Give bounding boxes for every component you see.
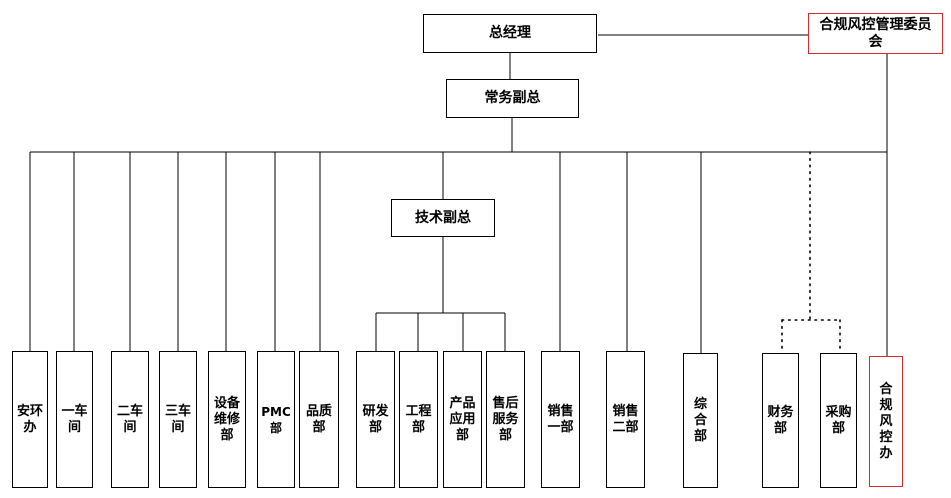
dept-sales2-label: 销售二部 bbox=[612, 403, 639, 435]
dept-engineering: 工程部 bbox=[399, 351, 438, 488]
dept-pmc-label: PMC部 bbox=[261, 404, 291, 435]
tech-vp-label: 技术副总 bbox=[415, 209, 471, 226]
dept-chejian3-label: 三车间 bbox=[164, 403, 191, 435]
dept-aftersales: 售后服务部 bbox=[486, 351, 525, 488]
dept-pmc: PMC部 bbox=[257, 351, 295, 488]
dept-quality-label: 品质部 bbox=[305, 403, 332, 435]
dept-general: 综合部 bbox=[683, 353, 718, 488]
dept-compliance-label: 合规风控办 bbox=[879, 381, 893, 461]
dept-engineering-label: 工程部 bbox=[405, 403, 432, 435]
dept-sales2: 销售二部 bbox=[606, 351, 645, 488]
dept-rd: 研发部 bbox=[356, 351, 395, 488]
exec-vp-box: 常务副总 bbox=[446, 79, 579, 118]
dept-finance: 财务部 bbox=[762, 353, 799, 488]
committee-box: 合规风控管理委员会 bbox=[808, 13, 943, 54]
dept-equipment-label: 设备维修部 bbox=[213, 395, 240, 443]
dept-sales1: 销售一部 bbox=[541, 351, 580, 488]
dept-anhuan-label: 安环办 bbox=[17, 403, 44, 435]
dept-general-label: 综合部 bbox=[693, 396, 707, 444]
dept-purchasing-label: 采购部 bbox=[825, 404, 852, 436]
dept-quality: 品质部 bbox=[299, 351, 339, 488]
dept-chejian3: 三车间 bbox=[159, 351, 197, 488]
committee-label: 合规风控管理委员会 bbox=[819, 16, 932, 50]
tech-vp-box: 技术副总 bbox=[391, 199, 495, 237]
exec-vp-label: 常务副总 bbox=[484, 90, 541, 106]
dept-chejian2: 二车间 bbox=[111, 351, 149, 488]
dept-finance-label: 财务部 bbox=[767, 404, 794, 436]
dept-chejian1-label: 一车间 bbox=[61, 403, 88, 435]
gm-label: 总经理 bbox=[489, 25, 531, 41]
dept-rd-label: 研发部 bbox=[362, 403, 389, 435]
dept-compliance: 合规风控办 bbox=[869, 356, 903, 487]
dept-aftersales-label: 售后服务部 bbox=[492, 395, 519, 443]
dept-equipment: 设备维修部 bbox=[208, 351, 246, 488]
gm-box: 总经理 bbox=[423, 14, 597, 53]
dept-chejian2-label: 二车间 bbox=[116, 403, 143, 435]
dept-purchasing: 采购部 bbox=[820, 353, 857, 488]
dept-chejian1: 一车间 bbox=[56, 351, 93, 488]
dept-sales1-label: 销售一部 bbox=[547, 403, 574, 435]
dept-application: 产品应用部 bbox=[443, 351, 482, 488]
dept-anhuan: 安环办 bbox=[12, 351, 48, 488]
dept-application-label: 产品应用部 bbox=[449, 395, 476, 443]
